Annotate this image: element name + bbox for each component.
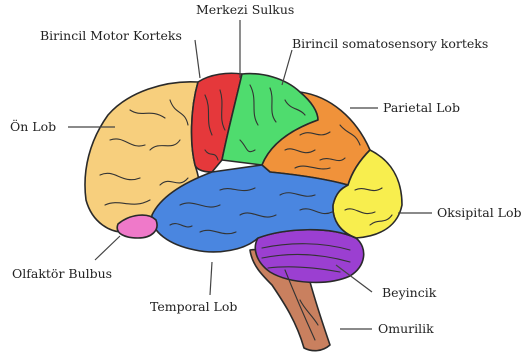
label-spinal-cord: Omurilik xyxy=(378,321,434,336)
label-frontal-lobe: Ön Lob xyxy=(10,118,56,134)
label-parietal-lobe: Parietal Lob xyxy=(383,100,460,115)
label-central-sulcus: Merkezi Sulkus xyxy=(196,2,294,17)
label-cerebellum: Beyincik xyxy=(382,285,437,300)
label-primary-motor-cortex: Birincil Motor Korteks xyxy=(40,28,182,43)
label-temporal-lobe: Temporal Lob xyxy=(150,299,237,314)
label-primary-somatosensory-cortex: Birincil somatosensory korteks xyxy=(292,36,488,51)
label-olfactory-bulb: Olfaktör Bulbus xyxy=(12,266,112,281)
label-occipital-lobe: Oksipital Lob xyxy=(437,205,522,220)
